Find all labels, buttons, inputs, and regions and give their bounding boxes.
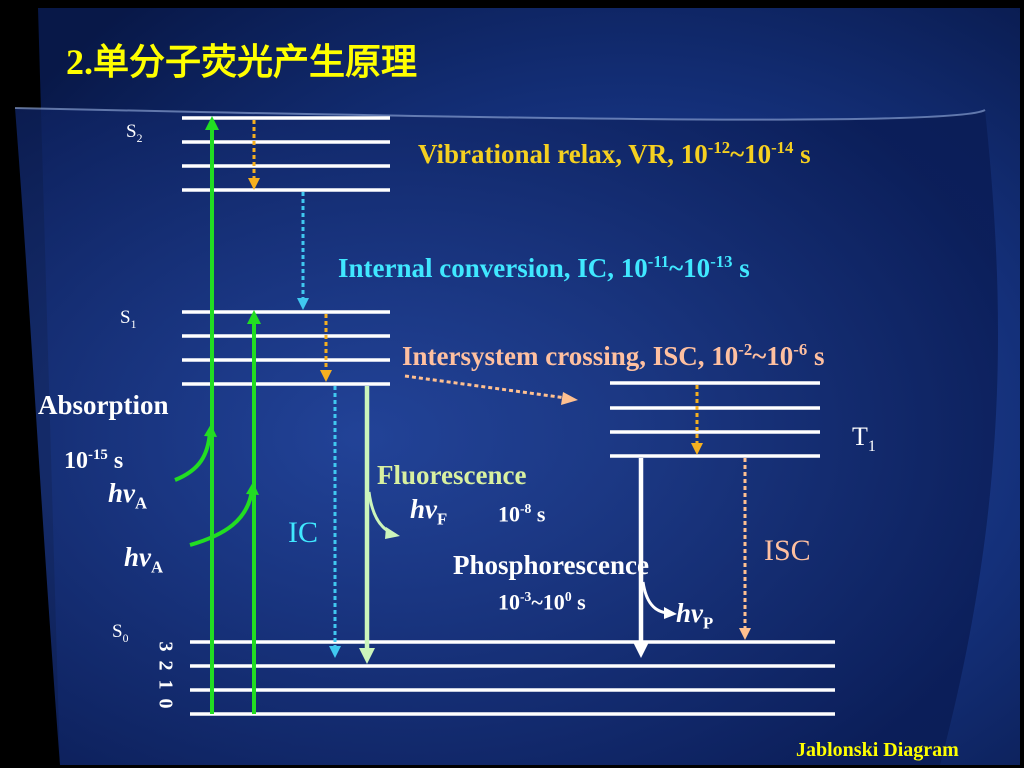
vr-label: Vibrational relax, VR, 10-12~10-14 s [418, 138, 811, 169]
state-label-t1: T1 [852, 422, 876, 456]
panel-edge [14, 107, 986, 121]
phosphorescence-arrowhead [633, 642, 649, 658]
hv-phosphorescence: hνP [676, 598, 714, 633]
slide-title: 2.单分子荧光产生原理 [66, 42, 418, 82]
isc-arrows [404, 374, 751, 640]
vr-arrowhead-s1 [320, 370, 332, 382]
fluorescence-photon-head [385, 527, 400, 539]
ic-arrowhead-s2-s1 [297, 298, 309, 310]
ic-arrows [297, 192, 341, 658]
fluorescence-time: 10-8 s [498, 501, 546, 527]
absorption-label: Absorption [38, 390, 169, 420]
footer-label: Jablonski Diagram [796, 739, 959, 761]
photon-wave-1-head [204, 424, 217, 437]
photon-wave-2 [189, 489, 254, 547]
phosphorescence-label: Phosphorescence [453, 550, 649, 580]
ic-process-label: Internal conversion, IC, 10-11~10-13 s [338, 252, 750, 283]
vr-arrowhead-t1 [691, 443, 703, 455]
state-label-s2: S2 [126, 121, 143, 145]
isc-label: ISC [764, 534, 811, 567]
isc-arrowhead-t1-s0 [739, 628, 751, 640]
s1-levels [182, 310, 390, 386]
isc-arrow-s1-t1 [404, 374, 567, 400]
state-label-s0: S0 [112, 621, 129, 645]
ic-arrowhead-s1-s0 [329, 646, 341, 658]
foreground-panel [15, 108, 999, 765]
vr-arrowhead-s2 [248, 178, 260, 190]
absorption-arrows [174, 116, 261, 714]
photon-wave-2-head [246, 482, 259, 495]
isc-process-label: Intersystem crossing, ISC, 10-2~10-6 s [402, 340, 825, 371]
t1-levels [610, 381, 820, 458]
fluorescence-arrow [359, 386, 400, 664]
vibrational-level-numbers: 3 2 1 0 [154, 641, 177, 711]
absorption-arrowhead-s1 [247, 310, 261, 324]
absorption-time: 10-15 s [64, 447, 124, 474]
photon-wave-1 [174, 431, 212, 482]
phosphorescence-time: 10-3~100 s [498, 589, 586, 615]
s0-levels [190, 640, 835, 716]
fluorescence-label: Fluorescence [377, 460, 527, 490]
absorption-arrowhead-s2 [205, 116, 219, 130]
fluorescence-arrowhead [359, 648, 375, 664]
vr-arrows [248, 120, 703, 455]
ic-label: IC [288, 516, 318, 549]
state-label-s1: S1 [120, 307, 137, 331]
phosphorescence-arrow [633, 458, 677, 658]
hv-absorption-1: hνA [108, 478, 148, 513]
hv-fluorescence: hνF [410, 494, 448, 529]
phosphorescence-photon-head [664, 607, 677, 619]
isc-arrowhead-s1-t1 [561, 392, 578, 405]
hv-absorption-2: hνA [124, 542, 164, 577]
s2-levels [182, 116, 390, 192]
